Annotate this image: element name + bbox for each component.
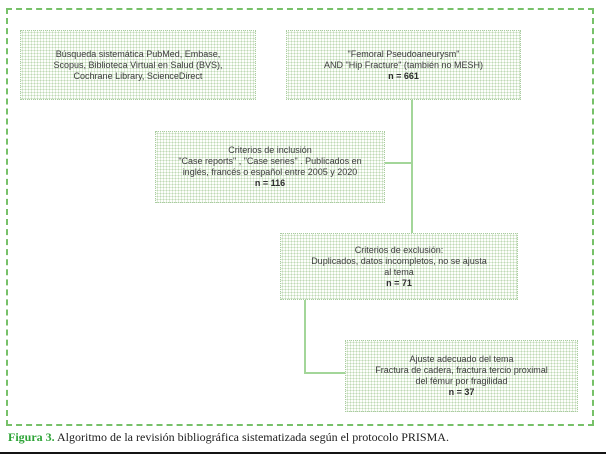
connector-terms-to-exclusion-vertical: [411, 100, 413, 233]
box-text-line: al tema: [384, 266, 414, 277]
figure-frame: [6, 8, 594, 426]
connector-inclusion-horizontal: [385, 162, 411, 164]
box-count: n = 661: [388, 70, 419, 81]
figure-caption: Figura 3. Algoritmo de la revisión bibli…: [8, 430, 598, 445]
box-count: n = 71: [386, 277, 412, 288]
connector-exclusion-to-fit-horizontal: [304, 372, 345, 374]
caption-text: Algoritmo de la revisión bibliográfica s…: [57, 430, 449, 444]
flow-box-topic-fit: Ajuste adecuado del tema Fractura de cad…: [345, 340, 578, 412]
box-count: n = 37: [448, 387, 475, 397]
box-text-line: del fémur por fragilidad: [415, 376, 508, 386]
box-text-line: Búsqueda sistemática PubMed, Embase,: [55, 48, 221, 59]
box-text-line: "Femoral Pseudoaneurysm": [347, 48, 460, 59]
flow-box-inclusion-criteria: Criterios de inclusión "Case reports" , …: [155, 131, 385, 203]
box-count: n = 116: [254, 178, 286, 188]
box-text-line: Ajuste adecuado del tema: [409, 354, 514, 364]
box-text-line: inglés, francés o español entre 2005 y 2…: [182, 167, 358, 177]
flow-box-search-sources: Búsqueda sistemática PubMed, Embase, Sco…: [20, 30, 256, 100]
connector-exclusion-down-vertical: [304, 300, 306, 374]
box-text-line: Scopus, Biblioteca Virtual en Salud (BVS…: [53, 59, 223, 70]
box-text-line: Criterios de inclusión: [228, 145, 312, 155]
box-text-line: Duplicados, datos incompletos, no se aju…: [311, 255, 487, 266]
flow-box-exclusion-criteria: Criterios de exclusión: Duplicados, dato…: [280, 233, 518, 300]
box-text-line: Fractura de cadera, fractura tercio prox…: [375, 365, 548, 375]
box-text-line: AND "Hip Fracture" (también no MESH): [324, 59, 483, 70]
box-text-line: "Case reports" , "Case series" . Publica…: [178, 156, 362, 166]
caption-label: Figura 3.: [8, 430, 55, 444]
flow-box-search-terms: "Femoral Pseudoaneurysm" AND "Hip Fractu…: [286, 30, 521, 100]
box-text-line: Criterios de exclusión:: [354, 244, 444, 255]
bottom-rule: [0, 452, 606, 454]
box-text-line: Cochrane Library, ScienceDirect: [73, 70, 203, 81]
